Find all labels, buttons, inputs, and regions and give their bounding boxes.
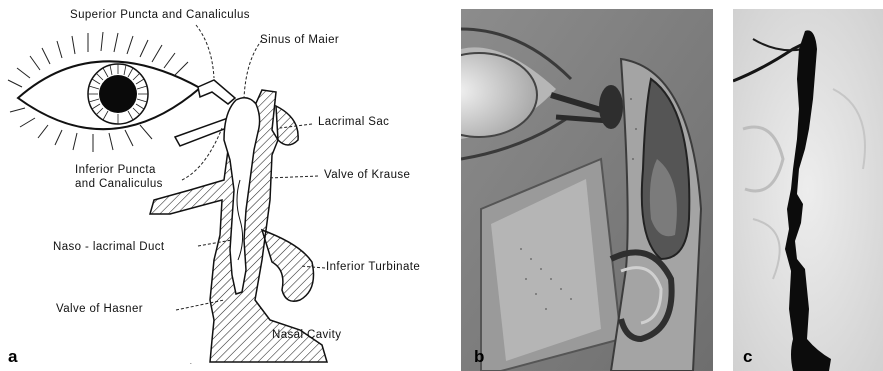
label-superior-puncta: Superior Puncta and Canaliculus xyxy=(70,9,250,21)
label-lacrimal-sac: Lacrimal Sac xyxy=(318,116,389,128)
label-valve-of-krause: Valve of Krause xyxy=(324,169,410,181)
lacrimal-diagram-drawing: . xyxy=(0,0,455,371)
label-inferior-turbinate: Inferior Turbinate xyxy=(326,261,420,273)
panel-c-radiograph: c xyxy=(733,9,883,371)
artist-signature: . xyxy=(190,358,192,366)
panel-label-a: a xyxy=(8,347,17,367)
label-sinus-of-maier: Sinus of Maier xyxy=(260,34,339,46)
panel-label-c: c xyxy=(743,347,752,367)
anatomical-illustration xyxy=(461,9,713,371)
dacryocystogram-image xyxy=(733,9,883,371)
label-nasal-cavity: Nasal Cavity xyxy=(272,329,341,341)
panel-label-b: b xyxy=(474,347,484,367)
inferior-canaliculus xyxy=(175,118,232,146)
label-valve-of-hasner: Valve of Hasner xyxy=(56,303,143,315)
superior-canaliculus xyxy=(198,80,235,104)
label-nasolacrimal-duct: Naso - lacrimal Duct xyxy=(53,241,165,253)
pupil xyxy=(99,75,137,113)
lacrimal-fossa-bulge xyxy=(276,106,298,145)
label-inferior-puncta-line2: and Canaliculus xyxy=(75,178,163,190)
panel-a-lacrimal-diagram: . Superior Puncta and Canaliculus Sinus … xyxy=(0,0,455,371)
panel-b-anatomical-illustration: b xyxy=(461,9,713,371)
label-inferior-puncta-line1: Inferior Puncta xyxy=(75,164,156,176)
inferior-turbinate xyxy=(262,230,314,301)
